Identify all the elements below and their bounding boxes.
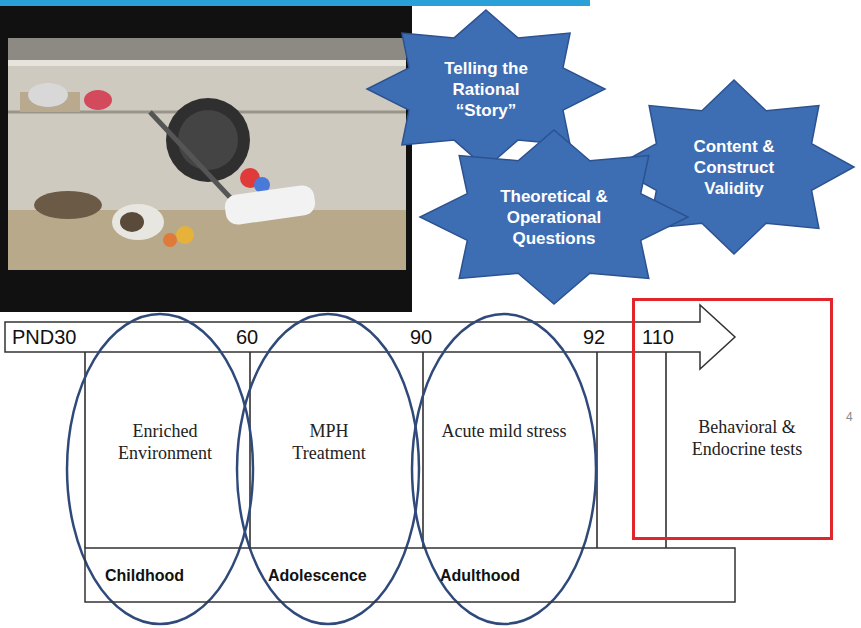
timeline-arrow: PND30 60 90 92 110	[5, 322, 700, 352]
star-text: Content & Construct Validity	[678, 136, 790, 199]
timeline-tick-label: 90	[410, 322, 432, 352]
timeline-tick-label: PND30	[12, 322, 76, 352]
period-label: Acute mild stress	[440, 420, 568, 442]
period-label: MPH Treatment	[287, 420, 371, 464]
timeline-tick-label: 110	[642, 322, 674, 352]
star-text: Telling the Rational “Story”	[430, 58, 542, 121]
timeline-tick-label: 60	[236, 322, 258, 352]
age-strip: Childhood Adolescence Adulthood	[85, 548, 735, 602]
age-label: Adulthood	[440, 566, 520, 586]
page-number: 4	[846, 410, 853, 424]
header-stripe	[0, 0, 590, 6]
test-label: Behavioral & Endocrine tests	[673, 416, 821, 460]
period-label: Enriched Environment	[110, 420, 220, 464]
age-label: Childhood	[105, 566, 184, 586]
timeline-tick-label: 92	[583, 322, 605, 352]
star-callout: Theoretical & Operational Questions	[418, 128, 690, 306]
age-label: Adolescence	[268, 566, 367, 586]
star-text: Theoretical & Operational Questions	[495, 186, 613, 249]
cage-photo	[0, 6, 412, 312]
